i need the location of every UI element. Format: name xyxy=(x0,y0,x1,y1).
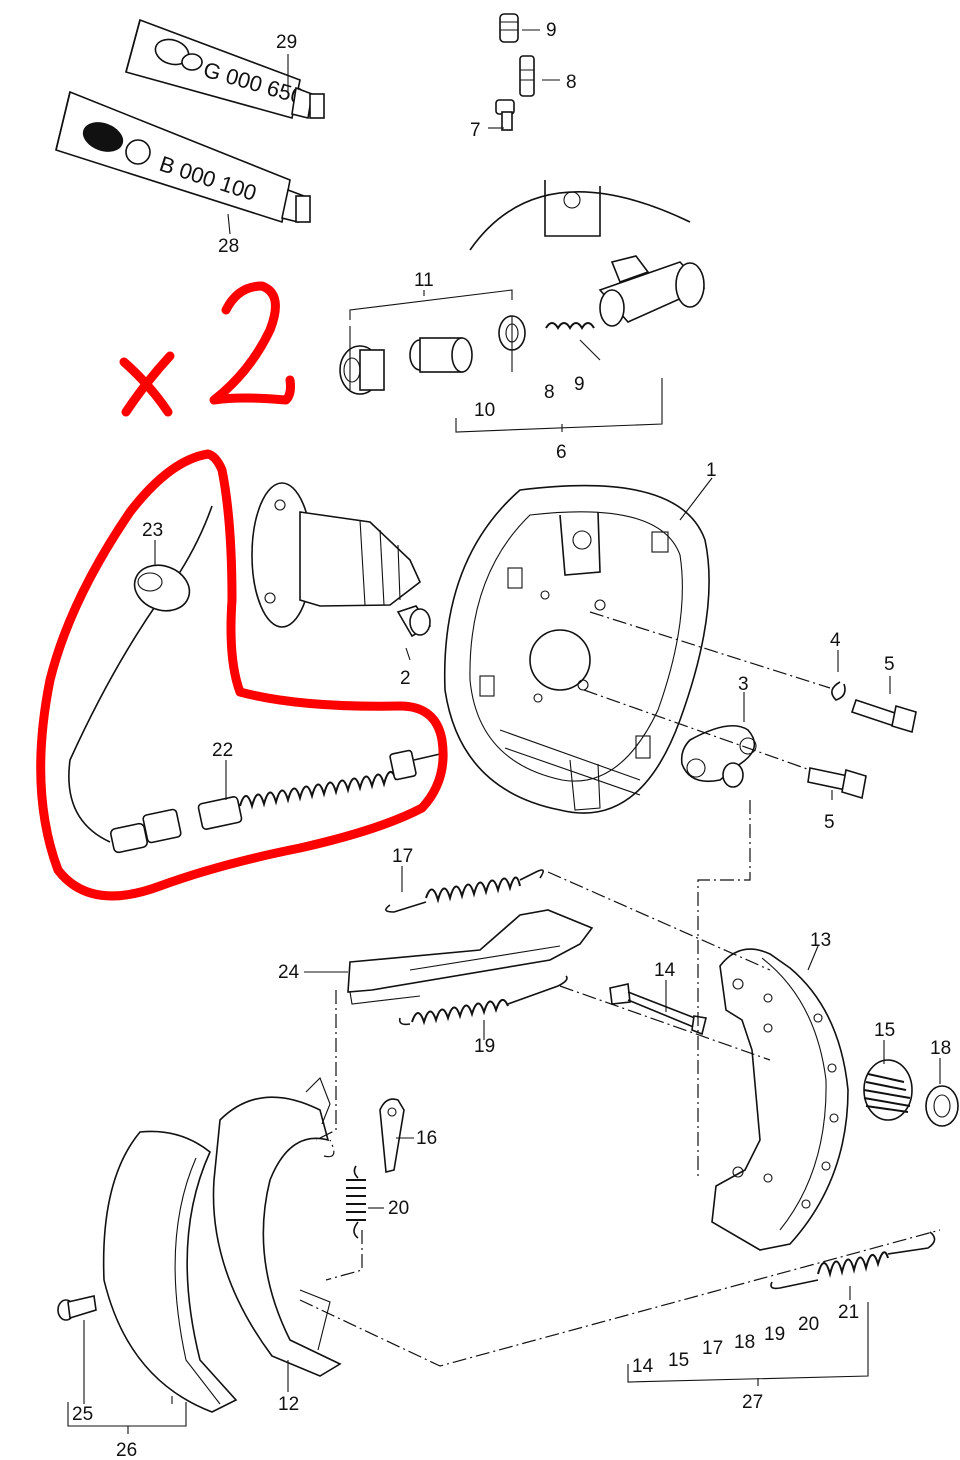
group-27-label: 15 xyxy=(668,1350,689,1371)
label-27: 27 xyxy=(742,1392,763,1413)
label-24: 24 xyxy=(278,962,300,983)
spring-20 xyxy=(346,1165,366,1239)
annotation-2 xyxy=(209,281,295,405)
brake-lining-26 xyxy=(102,1130,238,1413)
grommet-23 xyxy=(133,564,191,612)
grommet-2 xyxy=(396,605,432,638)
label-18: 18 xyxy=(930,1038,951,1059)
label-5a: 5 xyxy=(884,654,895,675)
group-27-label: 19 xyxy=(764,1324,785,1345)
label-14: 14 xyxy=(654,960,676,981)
label-25: 25 xyxy=(72,1404,93,1425)
part-labels: 29 28 9 8 7 11 10 8 9 6 1 23 2 4 5 3 22 … xyxy=(72,20,951,1460)
spring-17 xyxy=(385,869,544,913)
label-23: 23 xyxy=(142,520,163,541)
label-17: 17 xyxy=(392,846,413,867)
brake-shoe-12 xyxy=(212,1077,342,1377)
cap-18 xyxy=(925,1085,959,1127)
label-6: 6 xyxy=(556,442,567,463)
guide-lines xyxy=(299,611,941,1367)
label-20: 20 xyxy=(388,1198,409,1219)
washer-4 xyxy=(831,681,846,701)
brake-shoe-13 xyxy=(711,948,849,1251)
label-22: 22 xyxy=(212,740,233,761)
label-11: 11 xyxy=(414,270,434,291)
label-21: 21 xyxy=(838,1302,859,1323)
leader-lines xyxy=(83,29,941,1404)
label-9: 9 xyxy=(546,20,557,41)
label-19: 19 xyxy=(474,1036,495,1057)
wheel-cylinder-6 xyxy=(469,180,706,330)
label-4: 4 xyxy=(830,630,841,651)
group-27-label: 18 xyxy=(734,1332,755,1353)
group-27-label: 14 xyxy=(632,1356,654,1377)
label-12: 12 xyxy=(278,1394,299,1415)
bracket-lines xyxy=(67,289,869,1434)
handbrake-cable-22 xyxy=(68,505,441,854)
annotation-outline xyxy=(36,449,448,901)
label-2: 2 xyxy=(400,668,411,689)
back-plate-1 xyxy=(443,484,710,814)
label-7: 7 xyxy=(470,120,481,141)
grease-tube-28: B 000 100 xyxy=(55,90,311,224)
label-3: 3 xyxy=(738,674,749,695)
label-1: 1 xyxy=(706,460,717,481)
pin-14 xyxy=(609,983,707,1036)
lever-16 xyxy=(379,1098,405,1174)
label-5b: 5 xyxy=(824,812,835,833)
spring-19 xyxy=(398,975,568,1026)
group-27-label: 17 xyxy=(702,1338,723,1359)
label-26: 26 xyxy=(116,1440,137,1460)
group-27-label: 20 xyxy=(798,1314,819,1335)
label-8: 8 xyxy=(566,72,577,93)
spring-15 xyxy=(863,1059,913,1121)
bleed-valve-8 xyxy=(519,55,535,97)
bolt-5b xyxy=(807,767,867,800)
plate-3 xyxy=(680,724,757,788)
screw-7 xyxy=(495,99,515,131)
hub-flange xyxy=(251,482,421,628)
label-28: 28 xyxy=(218,236,239,257)
group-27-labels: 14 15 17 18 19 20 xyxy=(632,1314,819,1377)
seal-kit-11 xyxy=(339,315,526,395)
bolt-25 xyxy=(57,1295,97,1321)
label-9b: 9 xyxy=(574,374,585,395)
label-10: 10 xyxy=(474,400,495,421)
bleed-cap-9 xyxy=(499,13,519,43)
annotation-x-stroke-2 xyxy=(121,351,175,417)
label-13: 13 xyxy=(810,930,831,951)
bolt-5a xyxy=(850,698,917,734)
label-15: 15 xyxy=(874,1020,895,1041)
spring-21 xyxy=(770,1231,936,1290)
label-8b: 8 xyxy=(544,382,555,403)
label-29: 29 xyxy=(276,32,297,53)
label-16: 16 xyxy=(416,1128,437,1149)
push-bar-24 xyxy=(347,909,594,1005)
red-annotation: x 2 xyxy=(36,281,448,901)
